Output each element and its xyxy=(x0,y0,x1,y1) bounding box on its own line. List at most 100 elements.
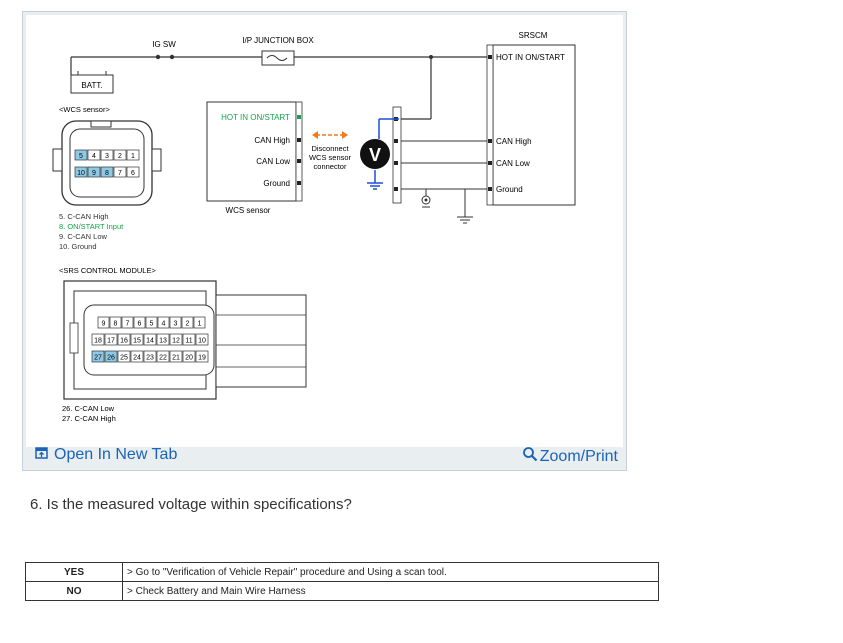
wcs-pin xyxy=(100,166,114,178)
ig-sw-label: IG SW xyxy=(152,40,176,49)
zoom-print-label: Zoom/Print xyxy=(539,447,618,465)
wcs-legend-item: 8. ON/START Input xyxy=(59,222,124,231)
srs-pin-number: 3 xyxy=(174,321,178,328)
srs-pin-number: 16 xyxy=(120,338,128,345)
wcs-pin xyxy=(126,149,140,161)
srs-pin xyxy=(181,316,194,329)
ig-switch: IG SW xyxy=(152,40,176,60)
srs-pin-number: 10 xyxy=(198,338,206,345)
table-row: NO > Check Battery and Main Wire Harness xyxy=(25,581,659,601)
result-table: YES > Go to "Verification of Vehicle Rep… xyxy=(25,562,659,601)
srs-pin-number: 27 xyxy=(94,355,102,362)
wcs-pin xyxy=(100,149,114,161)
srs-pin xyxy=(109,316,122,329)
open-in-new-tab-label: Open In New Tab xyxy=(54,446,178,463)
srs-pin-number: 21 xyxy=(172,355,180,362)
result-key-yes: YES xyxy=(25,562,123,582)
wcs-pin-number: 1 xyxy=(131,153,135,160)
srs-pin xyxy=(157,316,170,329)
wcs-can-high-label: CAN High xyxy=(254,136,290,145)
srs-pin xyxy=(121,316,134,329)
zoom-print-link[interactable]: Zoom/Print xyxy=(522,446,618,467)
srs-pin-number: 13 xyxy=(159,338,167,345)
disconnect-text-3: connector xyxy=(314,162,347,171)
srs-pin-number: 12 xyxy=(172,338,180,345)
wcs-pin xyxy=(113,166,127,178)
srs-pin-number: 8 xyxy=(114,321,118,328)
wiring-diagram: BATT. IG SW I/P JUNCTION BOX SRSCM xyxy=(26,15,623,447)
srs-pin-number: 5 xyxy=(150,321,154,328)
wcs-pin-number: 9 xyxy=(92,170,96,177)
wcs-pin-number: 2 xyxy=(118,153,122,160)
srs-pin xyxy=(169,316,182,329)
srs-pin-number: 7 xyxy=(126,321,130,328)
srscm-ground-label: Ground xyxy=(496,185,523,194)
wcs-legend-item: 10. Ground xyxy=(59,242,97,251)
wcs-pin-number: 4 xyxy=(92,153,96,160)
wcs-ground-label: Ground xyxy=(263,179,290,188)
srs-pin xyxy=(130,350,144,363)
voltmeter: V xyxy=(360,139,390,169)
srs-pin xyxy=(195,333,209,346)
open-new-tab-icon xyxy=(35,446,48,464)
wcs-pin-number: 8 xyxy=(105,170,109,177)
srs-pin-number: 18 xyxy=(94,338,102,345)
srscm-label: SRSCM xyxy=(519,31,548,40)
srs-pin xyxy=(130,333,144,346)
srs-pin xyxy=(143,333,157,346)
srs-pin xyxy=(97,316,110,329)
srs-pin-number: 9 xyxy=(102,321,106,328)
ip-junction-box-label: I/P JUNCTION BOX xyxy=(242,36,314,45)
disconnect-text-1: Disconnect xyxy=(311,144,349,153)
wcs-can-low-label: CAN Low xyxy=(256,157,290,166)
srs-pin xyxy=(169,333,183,346)
srs-pin-number: 26 xyxy=(107,355,115,362)
open-in-new-tab-link[interactable]: Open In New Tab xyxy=(35,446,177,464)
srs-module-heading: <SRS CONTROL MODULE> xyxy=(59,266,156,275)
battery-label: BATT. xyxy=(81,81,102,90)
srs-pin xyxy=(182,333,196,346)
wcs-sensor-heading: <WCS sensor> xyxy=(59,105,110,114)
srs-legend-item: 26. C-CAN Low xyxy=(62,404,115,413)
wcs-pin-number: 10 xyxy=(77,170,85,177)
srscm-can-high-label: CAN High xyxy=(496,137,532,146)
table-row: YES > Go to "Verification of Vehicle Rep… xyxy=(25,562,659,582)
srs-pin-number: 6 xyxy=(138,321,142,328)
srs-pin xyxy=(117,350,131,363)
step-question: 6. Is the measured voltage within specif… xyxy=(30,496,352,513)
wcs-pin-number: 7 xyxy=(118,170,122,177)
srs-pin xyxy=(91,333,105,346)
wcs-sensor-caption: WCS sensor xyxy=(226,206,271,215)
srs-pin xyxy=(156,333,170,346)
wcs-pin-number: 3 xyxy=(105,153,109,160)
srs-pin-number: 25 xyxy=(120,355,128,362)
srs-pin-number: 17 xyxy=(107,338,115,345)
wcs-pin xyxy=(74,149,88,161)
srscm-hot-in-label: HOT IN ON/START xyxy=(496,53,565,62)
srs-pin xyxy=(195,350,209,363)
srs-pin-number: 19 xyxy=(198,355,206,362)
wcs-pin xyxy=(87,166,101,178)
magnifier-icon xyxy=(522,446,538,467)
srs-pin xyxy=(156,350,170,363)
srs-pin-number: 24 xyxy=(133,355,141,362)
srs-legend-item: 27. C-CAN High xyxy=(62,414,116,423)
srs-pin-number: 11 xyxy=(185,338,192,345)
srs-pin xyxy=(143,350,157,363)
ground-symbol-right xyxy=(457,216,473,224)
srs-pin xyxy=(91,350,105,363)
wcs-pin xyxy=(87,149,101,161)
wcs-pin-number: 5 xyxy=(79,153,83,160)
wcs-legend-item: 5. C-CAN High xyxy=(59,212,109,221)
srs-pin-number: 2 xyxy=(186,321,190,328)
srs-pin xyxy=(104,333,118,346)
ip-junction-box: I/P JUNCTION BOX xyxy=(242,36,314,66)
srs-pin-number: 15 xyxy=(133,338,141,345)
disconnect-arrow xyxy=(312,131,348,139)
srs-pin-number: 23 xyxy=(146,355,154,362)
